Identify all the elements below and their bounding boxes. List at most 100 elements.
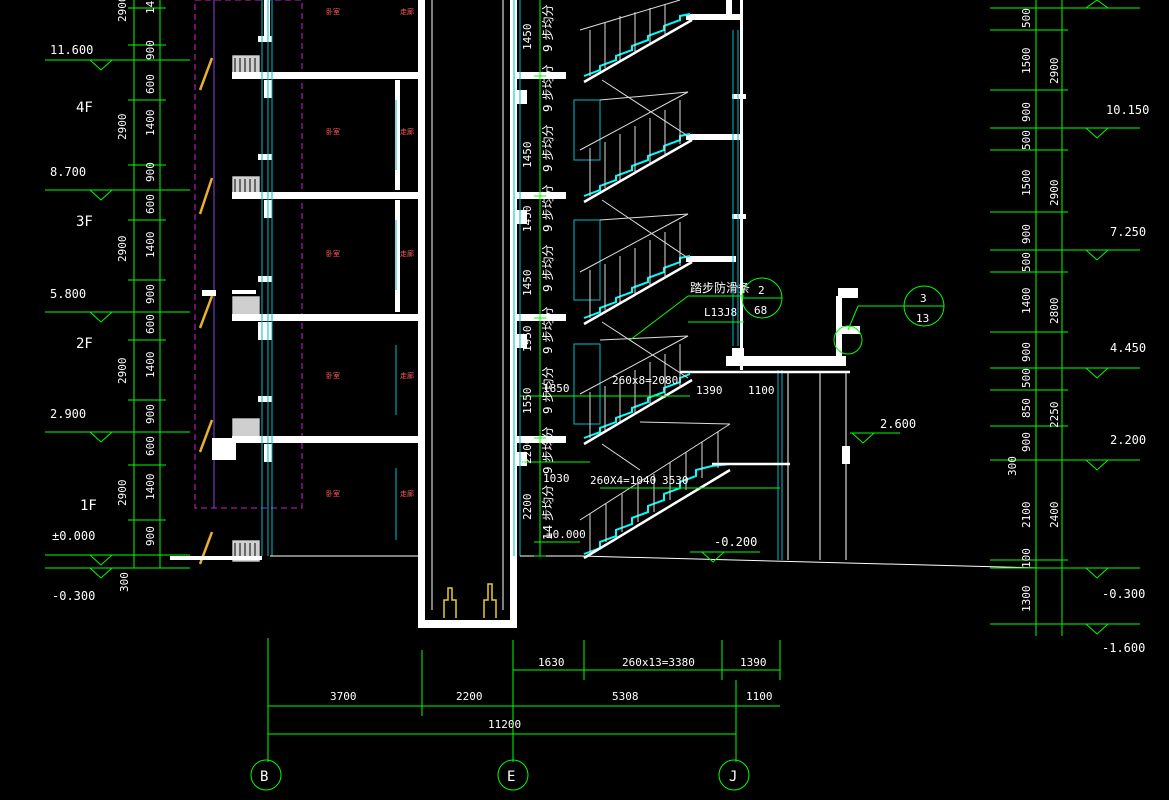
dim-text: 1400 [144,0,157,14]
stair-dim: 2200 [521,494,534,521]
ground-level: -0.200 [714,535,757,549]
level-label-10150: 10.150 [1106,103,1149,117]
right-dimension-texts: 500 1500 900 500 1500 900 500 1400 900 5… [1006,8,1061,612]
detail-callout-texts: 踏步防滑条 2 68 L13J8 3 13 [690,280,929,325]
stair-note: 9 步均分 [541,185,555,232]
bottom-total: 11200 [488,718,521,731]
level-label-11600: 11.600 [50,43,93,57]
detail-right-top: 3 [920,292,927,305]
dim-text: 1400 [1020,288,1033,315]
level-label-7250: 7.250 [1110,225,1146,239]
flight-lower-dim: 3530 [662,474,689,487]
right-level-chain [990,0,1140,636]
level-label-neg300-right: -0.300 [1102,587,1145,601]
ref-code: L13J8 [704,306,737,319]
dim-text: 900 [144,284,157,304]
stair-dim: 1450 [521,142,534,169]
svg-text:卧室: 卧室 [326,489,340,498]
dim-text: 2100 [1020,502,1033,529]
level-label-2900: 2.900 [50,407,86,421]
flight-upper-dim-1: 1390 [696,384,723,397]
dim-text: 2900 [1048,180,1061,207]
left-structure [170,0,420,560]
dim-text: 850 [1020,398,1033,418]
level-label-2200: 2.200 [1110,433,1146,447]
elevator-shaft [418,0,517,628]
dim-text: 600 [144,314,157,334]
floor-label-1f: 1F [80,498,97,514]
detail-right-bottom: 13 [916,312,929,325]
dim-text: 1400 [144,232,157,259]
flight-upper: 260x8=2080 [612,374,678,387]
balcony-zone [194,0,303,565]
stair-note: 9 步均分 [541,5,555,52]
stair-dim: 1450 [521,24,534,51]
stair-dim-texts: 1450 1450 1450 1450 1950 1550 2200 2200 … [521,5,916,549]
bottom-dim-5308: 5308 [612,690,639,703]
bottom-dim-1390: 1390 [740,656,767,669]
stair-flights [583,13,731,555]
detail-callouts [629,277,945,355]
dim-text: 300 [118,572,131,592]
detail-left-top: 2 [758,284,765,297]
dim-text: 2250 [1048,402,1061,429]
bottom-dim-3700: 3700 [330,690,357,703]
dim-text: 2900 [116,0,129,22]
bottom-dim-1630: 1630 [538,656,565,669]
dim-text: 2900 [116,358,129,385]
dim-text: 600 [144,194,157,214]
stair-zero: ±0.000 [546,528,586,541]
room-tags: 卧室 卧室 卧室 卧室 卧室 走廊 走廊 走廊 走廊 走廊 [326,7,414,498]
dim-text: 900 [1020,224,1033,244]
right-level-labels: 10.150 7.250 4.450 2.200 -0.300 -1.600 [1102,103,1149,655]
dim-text: 500 [1020,130,1033,150]
dim-text: 600 [144,74,157,94]
level-label-4450: 4.450 [1110,341,1146,355]
stair-note: 9 步均分 [541,367,555,414]
svg-text:走廊: 走廊 [400,489,414,498]
dim-text: 900 [1020,102,1033,122]
stair-note: 9 步均分 [541,307,555,354]
axis-label-b: B [260,769,268,785]
dim-text: 900 [144,162,157,182]
svg-text:走廊: 走廊 [400,7,414,16]
stair-dim: 1550 [521,388,534,415]
dim-text: 1400 [144,110,157,137]
stair-note: 9 步均分 [541,125,555,172]
left-dimension-texts: 2900 2900 2900 2900 2900 1400 900 600 14… [116,0,157,592]
dim-text: 1400 [144,352,157,379]
dim-text: 1400 [144,474,157,501]
floor-label-2f: 2F [76,336,93,352]
floor-label-3f: 3F [76,214,93,230]
stair-dim: 1450 [521,270,534,297]
stair-window-lines [513,0,783,560]
stair-dim-1030: 1030 [543,472,570,485]
left-window-lines [261,0,397,556]
bottom-dim-1100: 1100 [746,690,773,703]
dim-text: 500 [1020,252,1033,272]
dim-text: 300 [1006,456,1019,476]
axis-label-e: E [507,769,515,785]
stair-railings [579,0,731,552]
left-level-chain [45,0,190,579]
dim-text: 2900 [116,480,129,507]
dim-text: 2800 [1048,298,1061,325]
stair-dim: 1950 [521,326,534,353]
svg-text:卧室: 卧室 [326,127,340,136]
dim-text: 2900 [116,236,129,263]
level-label-5800: 5.800 [50,287,86,301]
flight-lower: 260X4=1040 [590,474,656,487]
dim-text: 500 [1020,368,1033,388]
stair-note: 9 步均分 [541,427,555,474]
svg-text:走廊: 走廊 [400,371,414,380]
level-label-8700: 8.700 [50,165,86,179]
bottom-dimension-lines [250,638,781,791]
flight-upper-dim-2: 1100 [748,384,775,397]
stair-dim-chain [520,0,900,563]
svg-text:走廊: 走廊 [400,249,414,258]
svg-text:走廊: 走廊 [400,127,414,136]
ground-lines [270,372,1041,569]
dim-text: 2900 [1048,58,1061,85]
bottom-dim-3380: 260x13=3380 [622,656,695,669]
